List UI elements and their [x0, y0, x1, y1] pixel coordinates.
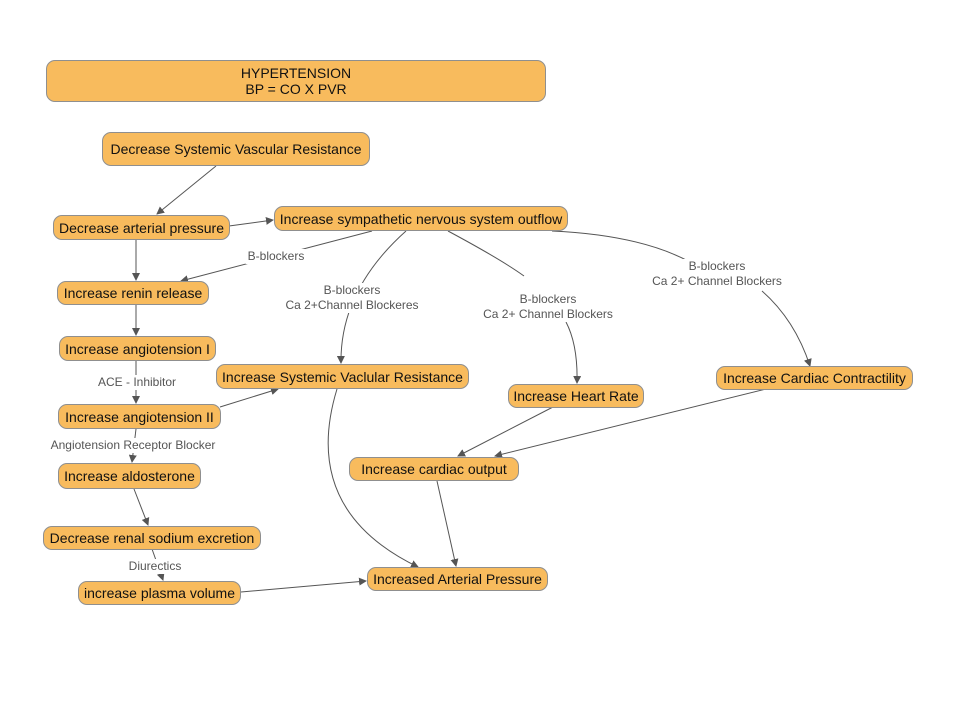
edge-label-cc-line-1: B-blockers: [688, 259, 746, 273]
edge-label-angiotensin-receptor-blocker: Angiotension Receptor Blocker: [48, 438, 218, 453]
node-increase-aldosterone: Increase aldosterone: [58, 463, 201, 489]
node-increase-cardiac-output: Increase cardiac output: [349, 457, 519, 481]
node-increase-renin-release: Increase renin release: [57, 281, 209, 305]
node-increased-arterial-pressure: Increased Arterial Pressure: [367, 567, 548, 591]
edge-label-hr-line-2: Ca 2+ Channel Blockers: [483, 307, 613, 321]
node-increase-cardiac-contractility: Increase Cardiac Contractility: [716, 366, 913, 390]
arrow-cardiac-contractility-to-cardiac-output: [494, 388, 767, 459]
edge-label-svr-drugs: B-blockers Ca 2+Channel Blockeres: [283, 283, 421, 313]
title-node: HYPERTENSION BP = CO X PVR: [46, 60, 546, 102]
edge-label-contractility-drugs: B-blockers Ca 2+ Channel Blockers: [650, 259, 784, 289]
title-line-1: HYPERTENSION: [240, 65, 352, 81]
node-increase-angiotensin-1: Increase angiotension I: [59, 336, 216, 361]
node-decrease-svr: Decrease Systemic Vascular Resistance: [102, 132, 370, 166]
edge-label-heart-rate-drugs: B-blockers Ca 2+ Channel Blockers: [481, 292, 615, 322]
edge-label-hr-line-1: B-blockers: [519, 292, 577, 306]
arrow-sympathetic-to-heart-rate-lower: [565, 321, 582, 384]
arrow-heart-rate-to-cardiac-output: [457, 406, 554, 457]
arrow-decrease-svr-to-decrease-arterial-pressure: [156, 165, 217, 215]
edge-label-cc-line-2: Ca 2+ Channel Blockers: [652, 274, 782, 288]
arrow-plasma-volume-to-increased-arterial-pressure: [240, 577, 367, 593]
node-increase-angiotensin-2: Increase angiotension II: [58, 404, 221, 429]
arrow-aldosterone-to-renal-sodium: [133, 488, 150, 526]
edge-label-b-blockers-renin: B-blockers: [245, 249, 307, 264]
node-increase-svr: Increase Systemic Vaclular Resistance: [216, 364, 469, 389]
edge-label-svr-line-1: B-blockers: [323, 283, 381, 297]
title-line-2: BP = CO X PVR: [245, 81, 347, 97]
arrow-angiotensin-2-to-increase-svr: [219, 387, 279, 408]
node-decrease-renal-sodium-excretion: Decrease renal sodium excretion: [43, 526, 261, 550]
node-increase-heart-rate: Increase Heart Rate: [508, 384, 644, 408]
arrow-sympathetic-to-cardiac-contractility: [551, 230, 691, 263]
arrow-increase-svr-to-increased-arterial-pressure: [327, 388, 419, 568]
node-increase-plasma-volume: increase plasma volume: [78, 581, 241, 605]
edge-label-svr-line-2: Ca 2+Channel Blockeres: [285, 298, 419, 312]
arrow-sympathetic-to-cardiac-contractility-lower: [761, 290, 812, 367]
arrow-sympathetic-to-heart-rate: [447, 230, 525, 277]
node-increase-sympathetic-outflow: Increase sympathetic nervous system outf…: [274, 206, 568, 231]
node-decrease-arterial-pressure: Decrease arterial pressure: [53, 215, 230, 240]
edge-label-diuretics: Diurectics: [126, 559, 184, 574]
arrow-cardiac-output-to-increased-arterial-pressure: [436, 480, 459, 567]
edge-label-ace-inhibitor: ACE - Inhibitor: [95, 375, 179, 390]
arrow-decrease-arterial-pressure-to-sympathetic: [228, 216, 274, 227]
